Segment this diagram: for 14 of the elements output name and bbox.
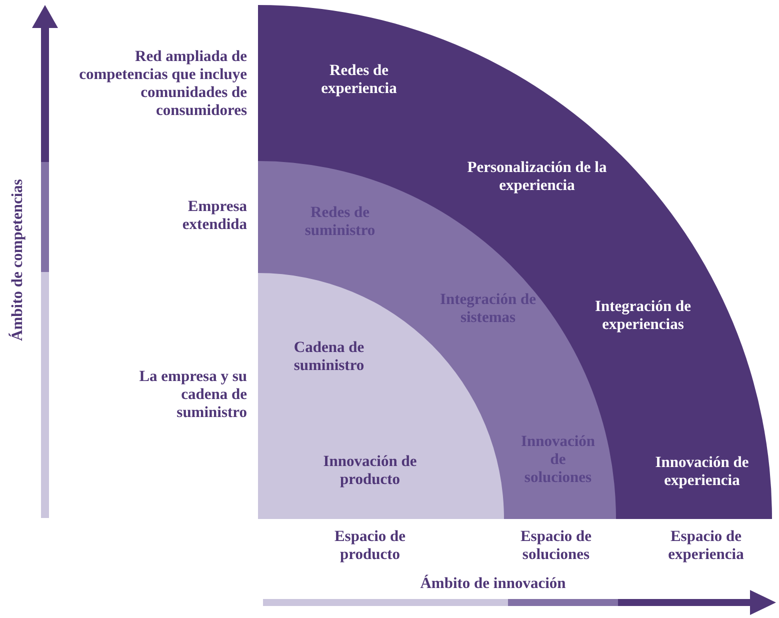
band-label: Innovación de producto [322,453,418,489]
band-label: Cadena de suministro [292,339,366,375]
axis-title: Ámbito de innovación [419,575,567,593]
axis-title: Ámbito de competencias [9,178,27,343]
band-label: Redes de experiencia [320,62,398,98]
band-label: Personalización de la experiencia [466,159,608,195]
band-label: Innovación de experiencia [654,454,750,490]
axis-category-label: Espacio de soluciones [519,528,593,564]
axis-category-label: Espacio de experiencia [667,528,745,564]
band-label: Integración de experiencias [594,298,692,334]
axis-category-label: La empresa y su cadena de suministro [138,368,247,422]
axis-category-label: Red ampliada de competencias que incluye comunidades de consumidores [78,48,247,120]
axis-category-label: Empresa extendida [181,198,247,234]
axis-category-label: Espacio de producto [333,528,407,564]
